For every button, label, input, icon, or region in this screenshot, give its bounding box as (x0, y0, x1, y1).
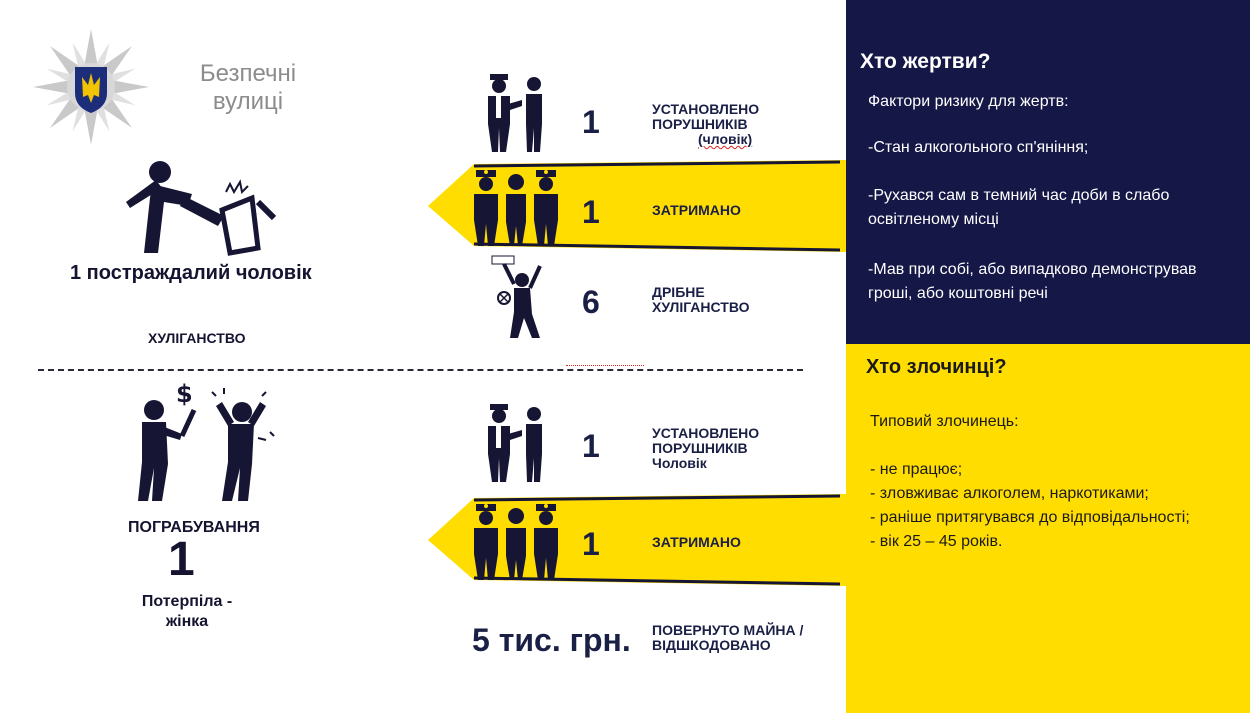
spellcheck-mark (566, 362, 644, 366)
police-detaining-icon (474, 170, 558, 246)
criminals-intro: Типовий злочинець: (870, 413, 1019, 430)
victims-panel: Хто жертви? Фактори ризику для жертв: -С… (846, 0, 1250, 344)
list-item: - не працює; (870, 461, 963, 478)
officer-identifying-icon (488, 404, 542, 482)
section-divider (38, 369, 803, 371)
robbery-count: 1 (168, 533, 195, 586)
compensation-label: ПОВЕРНУТО МАЙНА / ВІДШКОДОВАНО (652, 622, 804, 653)
petty-hooliganism-count: 6 (582, 284, 600, 320)
identified-label-bottom: УСТАНОВЛЕНО ПОРУШНИКІВ Чоловік (652, 425, 760, 471)
victims-title: Хто жертви? (860, 50, 991, 73)
victims-item-3: -Мав при собі, або випадково демонструва… (868, 261, 1197, 302)
svg-text:$: $ (176, 380, 193, 408)
victims-intro: Фактори ризику для жертв: (868, 93, 1069, 110)
list-item: - раніше притягувався до відповідальност… (870, 509, 1190, 526)
identified-count-bottom: 1 (582, 428, 600, 464)
detained-label-bottom: ЗАТРИМАНО (652, 534, 741, 550)
hooliganism-label: ХУЛІГАНСТВО (148, 330, 246, 346)
identified-label-top: УСТАНОВЛЕНО ПОРУШНИКІВ (чловік) (652, 101, 760, 147)
victim-female-label: Потерпіла - жінка (141, 593, 233, 630)
robbery-label: ПОГРАБУВАННЯ (128, 519, 260, 536)
detained-label-top: ЗАТРИМАНО (652, 202, 741, 218)
detained-count-bottom: 1 (582, 526, 600, 562)
officer-identifying-icon (488, 74, 542, 152)
police-star-logo-icon (33, 29, 149, 145)
detained-banner-top (428, 160, 846, 252)
victims-item-2: -Рухався сам в темний час доби в слабо о… (868, 187, 1170, 228)
detained-count-top: 1 (582, 194, 600, 230)
victims-item-1: -Стан алкогольного сп'яніння; (868, 139, 1089, 156)
victim-count-title: 1 постраждалий чоловік (70, 262, 312, 284)
detained-banner-bottom (428, 494, 846, 586)
list-item: - вік 25 – 45 років. (870, 533, 1003, 550)
criminals-panel: Хто злочинці? Типовий злочинець: - не пр… (846, 344, 1250, 713)
identified-count-top: 1 (582, 104, 600, 140)
robbery-figures-icon: $ (138, 380, 275, 501)
petty-hooliganism-label: ДРІБНЕ ХУЛІГАНСТВО (652, 284, 750, 315)
criminals-list: - не працює; - зловживає алкоголем, нарк… (870, 458, 1245, 554)
compensation-amount: 5 тис. грн. (472, 622, 631, 658)
petty-hooligan-icon (491, 255, 542, 338)
logo-text: Безпечні вулиці (199, 60, 297, 115)
list-item: - зловживає алкоголем, наркотиками; (870, 485, 1149, 502)
police-detaining-icon (474, 504, 558, 580)
criminals-title: Хто злочинці? (866, 356, 1007, 378)
hooligan-kicking-icon (126, 161, 277, 256)
